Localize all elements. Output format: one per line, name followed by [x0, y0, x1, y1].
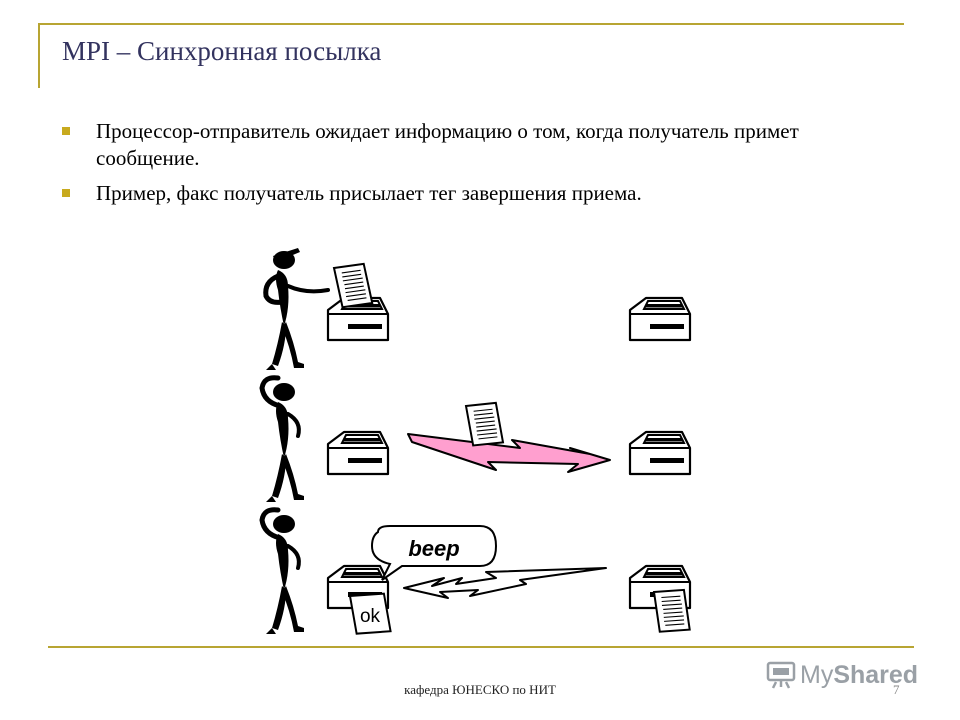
bullet-item: Процессор-отправитель ожидает информацию… — [60, 118, 820, 172]
fax-paper-icon — [465, 401, 505, 447]
frame-top-line — [38, 23, 904, 25]
person-waiting-icon — [259, 507, 304, 634]
transmit-arrow-icon — [407, 433, 611, 473]
ack-arrow-icon — [403, 567, 607, 599]
bullet-text: Пример, факс получатель присылает тег за… — [96, 181, 642, 205]
person-waiting-icon — [259, 375, 304, 502]
fax-machine-icon — [628, 296, 692, 342]
bullet-square-icon — [62, 127, 70, 135]
bullet-text: Процессор-отправитель ожидает информацию… — [96, 119, 799, 170]
frame-bottom-line — [48, 646, 914, 648]
footer-text: кафедра ЮНЕСКО по НИТ — [404, 682, 556, 697]
fax-sync-illustration: ok beep — [259, 248, 692, 635]
slide-title: MPI – Синхронная посылка — [62, 36, 382, 66]
mysharing-watermark: MyShared — [766, 655, 926, 695]
speech-bubble — [370, 525, 498, 581]
bullet-list: Процессор-отправитель ожидает информацию… — [60, 118, 820, 215]
fax-paper-icon — [653, 588, 691, 633]
fax-machine-icon — [326, 430, 390, 476]
page-number: 7 — [893, 682, 900, 697]
bullet-square-icon — [62, 189, 70, 197]
watermark-text: MyShared — [800, 660, 919, 689]
receipt-paper-icon — [348, 592, 392, 635]
fax-machine-icon — [628, 430, 692, 476]
projector-screen-icon — [766, 661, 796, 689]
frame-left-line — [38, 23, 40, 88]
person-sender-icon — [263, 248, 330, 370]
receipt-label: ok — [360, 606, 381, 627]
speech-bubble-text: beep — [408, 536, 459, 561]
bullet-item: Пример, факс получатель присылает тег за… — [60, 180, 820, 207]
